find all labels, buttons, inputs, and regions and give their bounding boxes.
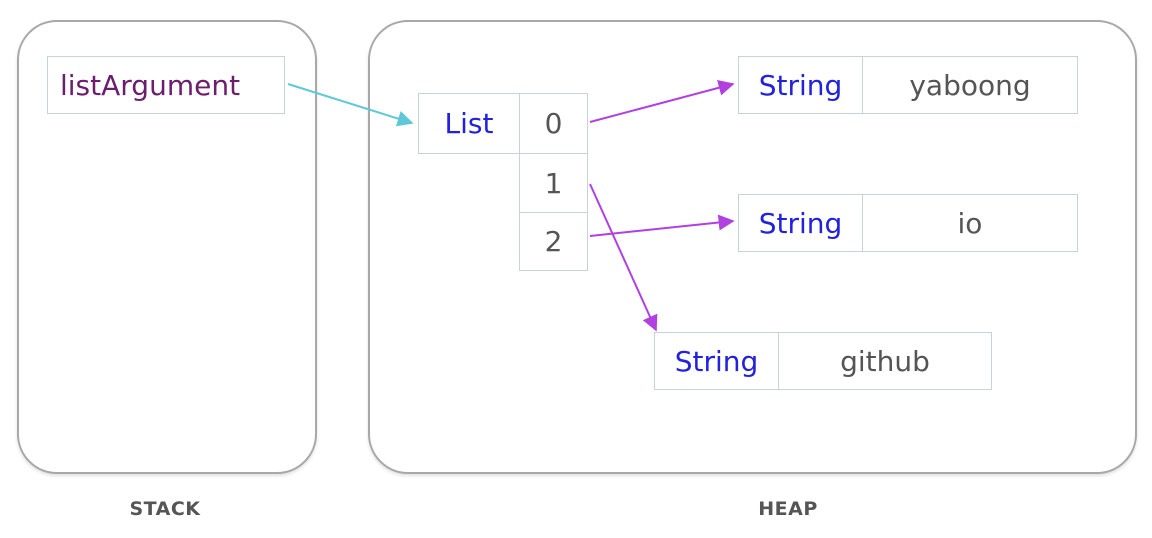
list-type-cell: List [418, 93, 520, 154]
string-github-value-cell: github [778, 332, 992, 390]
string-github-value: github [840, 344, 930, 378]
stack-label: STACK [129, 498, 201, 520]
list-index-0: 0 [519, 93, 588, 154]
string-io-type-cell: String [738, 194, 863, 252]
list-index-2-label: 2 [544, 225, 563, 258]
stack-variable-label: listArgument [60, 68, 241, 102]
string-io-type-label: String [758, 206, 843, 240]
list-index-1: 1 [519, 153, 588, 213]
string-github-type-cell: String [654, 332, 779, 390]
list-index-1-label: 1 [544, 166, 563, 200]
string-yaboong-value-cell: yaboong [862, 56, 1078, 114]
list-type-label: List [444, 107, 494, 140]
string-io-value: io [957, 206, 983, 240]
stack-variable-list-argument: listArgument [47, 56, 285, 114]
string-github-type-label: String [674, 344, 759, 378]
list-index-2: 2 [519, 212, 588, 271]
string-yaboong-value: yaboong [909, 68, 1031, 102]
string-io-value-cell: io [862, 194, 1078, 252]
string-yaboong-type-label: String [758, 68, 843, 102]
heap-label: HEAP [758, 498, 818, 520]
string-yaboong-type-cell: String [738, 56, 863, 114]
list-index-0-label: 0 [544, 107, 563, 140]
